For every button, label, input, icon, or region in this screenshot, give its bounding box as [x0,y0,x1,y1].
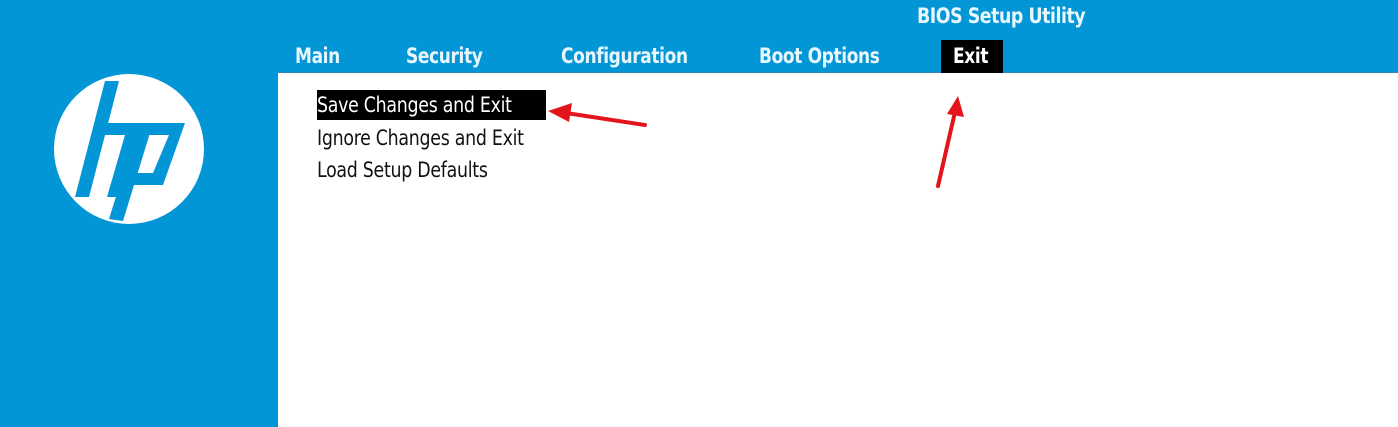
tab-label: Boot Options [759,44,880,68]
window-title: BIOS Setup Utility [917,4,1086,28]
menu-item-label: Load Setup Defaults [317,158,488,182]
tab-label: Exit [953,44,989,68]
menu-item-load-setup-defaults[interactable]: Load Setup Defaults [317,155,502,185]
menu-item-label: Save Changes and Exit [317,93,512,117]
exit-panel: Save Changes and Exit Ignore Changes and… [278,73,1398,427]
tab-configuration[interactable]: Configuration [561,40,702,73]
tab-boot-options[interactable]: Boot Options [759,40,893,73]
tab-label: Configuration [561,44,688,68]
menu-item-save-changes-and-exit[interactable]: Save Changes and Exit [317,90,546,120]
menu-item-label: Ignore Changes and Exit [317,126,524,150]
hp-logo-icon [54,74,204,224]
tab-security[interactable]: Security [406,40,491,73]
tab-main[interactable]: Main [295,40,345,73]
tab-exit[interactable]: Exit [941,40,1003,73]
header-bar [278,0,1398,73]
sidebar [0,0,278,427]
menu-item-ignore-changes-and-exit[interactable]: Ignore Changes and Exit [317,123,542,153]
tab-label: Main [295,44,340,68]
tab-label: Security [406,44,483,68]
